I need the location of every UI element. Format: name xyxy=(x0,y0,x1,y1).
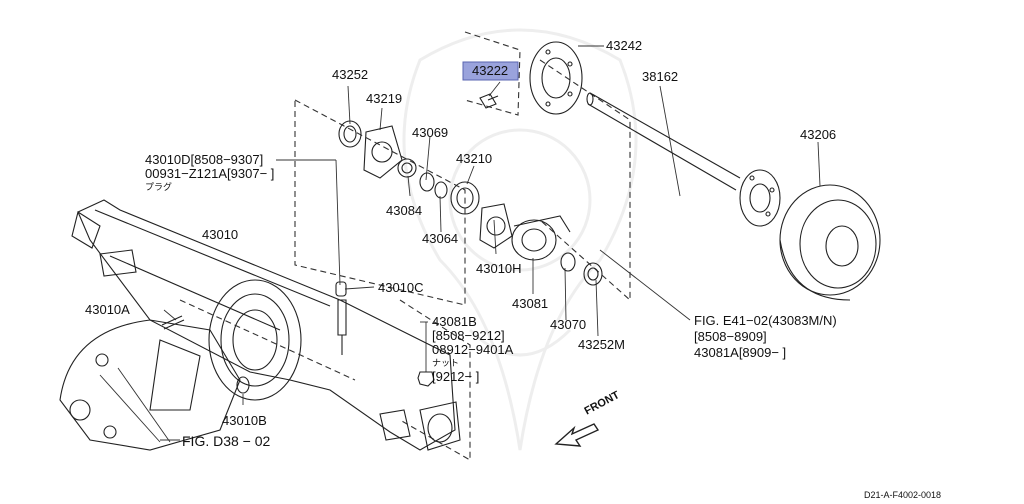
part-label-43010c[interactable]: 43010C xyxy=(378,280,424,295)
plug-43010b xyxy=(236,376,250,394)
front-arrow xyxy=(554,423,600,447)
housing-43081 xyxy=(511,215,571,261)
nut-note: ナット xyxy=(432,358,460,368)
part-label-43064[interactable]: 43064 xyxy=(422,231,459,246)
part-label-43010[interactable]: 43010 xyxy=(202,227,239,242)
part-label-43222[interactable]: 43222 xyxy=(472,63,509,78)
nut-43081b xyxy=(417,371,435,387)
backing-plate-43242 xyxy=(529,41,583,115)
fig-ref-d38[interactable]: FIG. D38 − 02 xyxy=(182,433,271,449)
part-label-43070[interactable]: 43070 xyxy=(550,317,587,332)
part-label-43010a[interactable]: 43010A xyxy=(85,302,130,317)
gasket-43219 xyxy=(363,125,403,179)
breather-43010c xyxy=(335,281,347,355)
part-label-38162[interactable]: 38162 xyxy=(642,69,679,84)
range-9212: [9212− ] xyxy=(432,369,480,384)
gasket-43010h xyxy=(479,203,513,249)
part-label-43219[interactable]: 43219 xyxy=(366,91,403,106)
part-label-43242[interactable]: 43242 xyxy=(606,38,643,53)
differential-carrier xyxy=(59,319,241,451)
seal-43252 xyxy=(338,120,362,148)
ring-43069 xyxy=(419,172,435,192)
part-label-43069[interactable]: 43069 xyxy=(412,125,449,140)
part-label-43010b[interactable]: 43010B xyxy=(222,413,267,428)
spacer-43070 xyxy=(560,252,576,272)
watermark-emblem xyxy=(402,28,638,451)
part-label-43206[interactable]: 43206 xyxy=(800,127,837,142)
range-e41: [8508−8909] xyxy=(694,329,767,344)
lockwasher-43084 xyxy=(397,158,417,178)
spacer-43064 xyxy=(434,181,448,199)
part-label-43081a[interactable]: 43081A[8909− ] xyxy=(694,345,787,360)
seal-43252m xyxy=(583,262,603,286)
part-label-43084[interactable]: 43084 xyxy=(386,203,423,218)
range-43081b: [8508−9212] xyxy=(432,328,505,343)
part-label-43252m[interactable]: 43252M xyxy=(578,337,625,352)
stud-43010a xyxy=(161,315,185,330)
part-label-00931[interactable]: 00931−Z121A[9307− ] xyxy=(145,166,275,181)
axle-shaft-38162 xyxy=(586,92,781,227)
axle-housing xyxy=(71,199,461,451)
brake-drum-43206 xyxy=(779,184,881,301)
hub-bolt-43222 xyxy=(479,93,499,109)
bearing-43210 xyxy=(450,181,480,215)
highlight-43222 xyxy=(462,61,519,81)
plug-note: プラグ xyxy=(145,182,173,192)
fig-ref-e41[interactable]: FIG. E41−02(43083M/N) xyxy=(694,313,837,328)
diagram-code: D21-A-F4002-0018 xyxy=(864,490,942,500)
group-boxes xyxy=(179,31,631,461)
part-label-43010h[interactable]: 43010H xyxy=(476,261,522,276)
part-label-43081b[interactable]: 43081B xyxy=(432,314,477,329)
part-label-08912[interactable]: 08912−9401A xyxy=(432,342,514,357)
part-label-43081[interactable]: 43081 xyxy=(512,296,549,311)
part-label-43010d[interactable]: 43010D[8508−9307] xyxy=(145,152,264,167)
part-label-43210[interactable]: 43210 xyxy=(456,151,493,166)
part-label-43252[interactable]: 43252 xyxy=(332,67,369,82)
